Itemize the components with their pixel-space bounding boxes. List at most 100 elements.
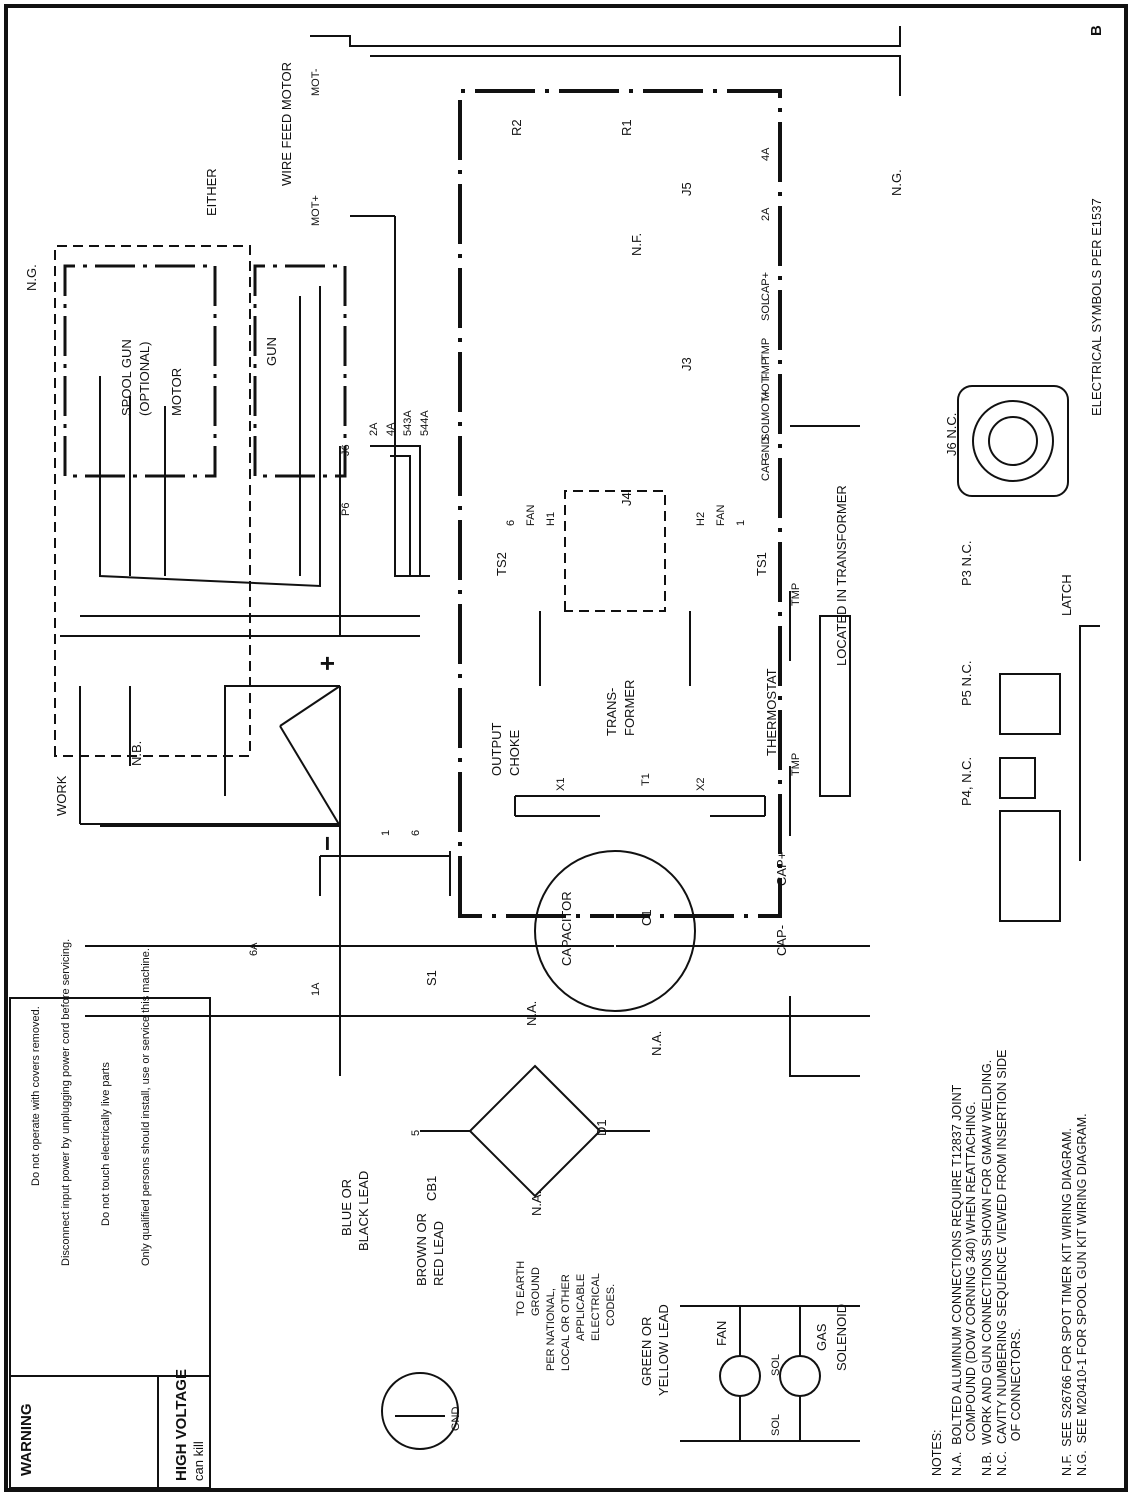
label-capacitor: CAPACITOR — [559, 891, 574, 966]
wire-543a: 543A — [402, 410, 414, 436]
label-t6: 6 — [505, 519, 517, 526]
label-motor: MOTOR — [169, 367, 184, 416]
label-d1: D1 — [594, 1119, 609, 1136]
label-gas: GAS — [814, 1323, 829, 1351]
label-wire-feed-motor: WIRE FEED MOTOR — [279, 62, 294, 186]
warning-title: WARNING — [18, 1403, 35, 1477]
label-ts1: TS1 — [754, 552, 769, 576]
label-sol-a: SOL — [770, 1353, 782, 1376]
j3-pin-3: SOL — [760, 418, 772, 441]
label-na-d1-bottom: N.A. — [529, 1190, 544, 1216]
warning-subtitle-1: HIGH VOLTAGE — [173, 1369, 190, 1481]
label-x1: X1 — [555, 777, 567, 791]
wire-2a: 2A — [368, 422, 380, 436]
label-thermostat: THERMOSTAT — [764, 668, 779, 756]
note-na: N.A. BOLTED ALUMINUM CONNECTIONS REQUIRE… — [950, 1084, 978, 1476]
label-spool-gun: SPOOL GUN — [119, 339, 134, 416]
label-p5-nc: P5 N.C. — [959, 660, 974, 706]
j5-pin-6: 4A — [760, 147, 772, 161]
label-output-choke-1: OUTPUT — [489, 722, 504, 776]
wire-4a: 4A — [385, 422, 397, 436]
label-ng-top: N.G. — [24, 264, 39, 291]
label-cb1: CB1 — [424, 1175, 439, 1201]
sheet-letter: B — [1088, 25, 1105, 36]
label-fan-motor: FAN — [714, 1320, 729, 1346]
label-located-in-transformer: LOCATED IN TRANSFORMER — [834, 485, 849, 666]
label-r1: R1 — [619, 119, 634, 136]
note-ng: N.G. SEE M20410-1 FOR SPOOL GUN KIT WIRI… — [1075, 1113, 1089, 1476]
label-plus-output: + — [312, 655, 342, 671]
label-cap-plus: CAP+ — [774, 851, 789, 886]
ground-line-1: TO EARTH — [515, 1260, 527, 1316]
ground-line-4: LOCAL OR OTHER — [560, 1274, 572, 1371]
label-brown-red-2: RED LEAD — [431, 1220, 446, 1286]
label-mot-plus: MOT+ — [310, 195, 322, 226]
notes-heading: NOTES: — [930, 1429, 944, 1476]
label-minus-output: − — [312, 835, 342, 851]
wire-6: 6 — [410, 829, 422, 836]
label-na-d1: N.A. — [649, 1030, 664, 1056]
label-work: WORK — [54, 775, 69, 816]
label-s1: S1 — [424, 970, 439, 986]
j3-pin-7: TMP — [760, 337, 772, 361]
label-transformer-2: FORMER — [622, 679, 637, 736]
label-na-cap: N.A. — [524, 1000, 539, 1026]
warning-item-1: Do not operate with covers removed. — [30, 1006, 42, 1186]
ground-line-6: ELECTRICAL — [590, 1273, 602, 1341]
ground-line-5: APPLICABLE — [575, 1273, 587, 1341]
warning-item-4: Only qualified persons should install, u… — [140, 948, 152, 1266]
label-j5: J5 — [679, 182, 694, 196]
j5-pin-3: 2A — [760, 207, 772, 221]
label-green-yellow-1: GREEN OR — [639, 1316, 654, 1386]
label-r2: R2 — [509, 119, 524, 136]
j3-pin-9: SOL — [760, 298, 772, 321]
wire-6a: 6A — [248, 942, 260, 956]
label-output-choke-2: CHOKE — [507, 729, 522, 776]
label-blue-black-1: BLUE OR — [339, 1178, 354, 1236]
label-cap-minus: CAP- — [774, 924, 789, 956]
label-nb: N.B. — [129, 740, 144, 766]
label-mot-minus: MOT- — [310, 68, 322, 97]
label-t1-transformer: T1 — [640, 773, 652, 786]
note-nc: N.C. CAVITY NUMBERING SEQUENCE VIEWED FR… — [995, 1049, 1023, 1476]
warning-item-3: Do not touch electrically live parts — [100, 1062, 112, 1226]
label-gun: GUN — [264, 337, 279, 366]
wire-544a: 544A — [419, 410, 431, 436]
label-solenoid: SOLENOID — [834, 1303, 849, 1371]
ground-line-2: GROUND — [530, 1267, 542, 1316]
label-j4: J4 — [619, 492, 634, 506]
label-tmp-a: TMP — [790, 582, 802, 606]
label-green-yellow-2: YELLOW LEAD — [656, 1304, 671, 1396]
label-either: EITHER — [204, 168, 219, 216]
j3-pin-10: CAP+ — [760, 271, 772, 301]
j3-pin-6: TMP — [760, 357, 772, 381]
label-p6: P6 — [340, 502, 352, 516]
wire-1: 1 — [380, 829, 392, 836]
warning-subtitle-2: can kill — [191, 1441, 206, 1481]
label-nf: N.F. — [629, 232, 644, 256]
wire-5: 5 — [410, 1129, 422, 1136]
label-brown-red-1: BROWN OR — [414, 1213, 429, 1286]
label-p3-nc: P3 N.C. — [959, 540, 974, 586]
label-ng-right: N.G. — [889, 169, 904, 196]
label-optional: (OPTIONAL) — [137, 341, 152, 416]
label-fan-ts1: FAN — [715, 504, 727, 526]
label-electrical-symbols: ELECTRICAL SYMBOLS PER E1537 — [1089, 198, 1104, 416]
label-c1: C1 — [639, 909, 654, 926]
label-j6-nc: J6 N.C. — [944, 412, 959, 456]
label-h2-ts: H2 — [695, 511, 707, 526]
label-h1-ts: H1 — [545, 511, 557, 526]
label-fan-ts2: FAN — [525, 504, 537, 526]
label-transformer-1: TRANS- — [604, 687, 619, 736]
label-tmp-b: TMP — [790, 752, 802, 776]
note-nb: N.B. WORK AND GUN CONNECTIONS SHOWN FOR … — [980, 1059, 994, 1476]
label-j3: J3 — [679, 357, 694, 371]
label-ts2: TS2 — [494, 552, 509, 576]
label-p4-nc: P4, N.C. — [959, 756, 974, 806]
ground-line-7: CODES. — [605, 1283, 617, 1326]
label-gnd: GND — [450, 1406, 462, 1431]
label-latch: LATCH — [1059, 574, 1074, 616]
